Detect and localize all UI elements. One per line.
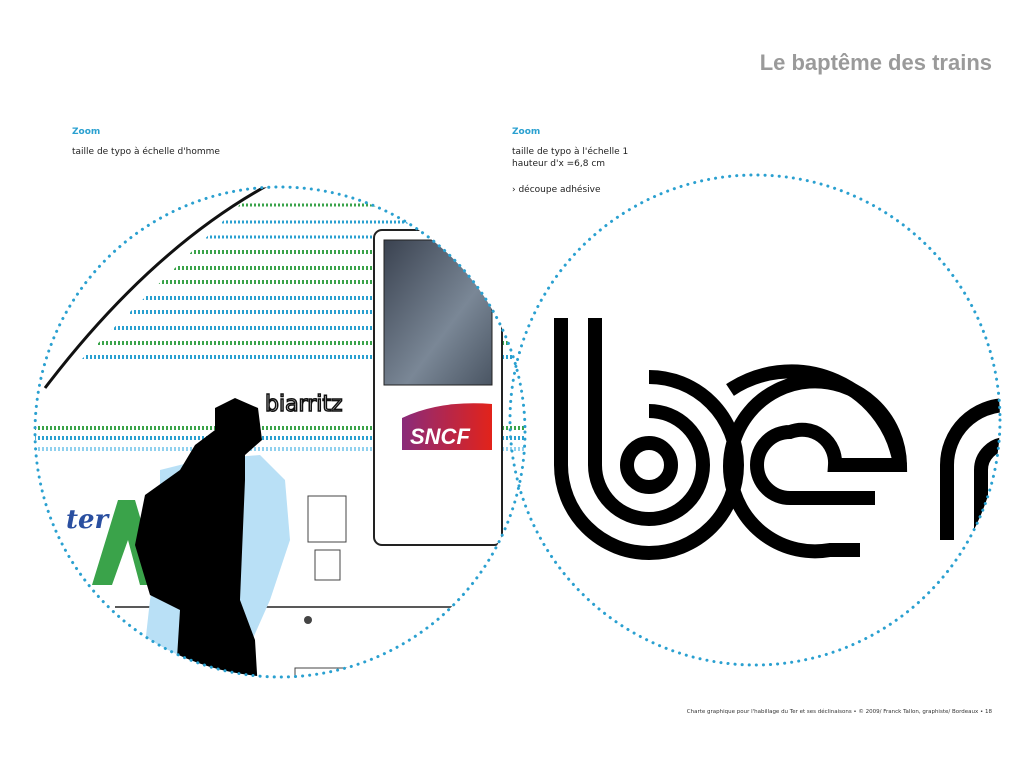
sncf-logo: [402, 403, 492, 450]
right-note: › découpe adhésive: [512, 185, 601, 195]
train-zoom-image: SNCF biarritz ter: [35, 187, 525, 677]
roof-line: [43, 187, 269, 389]
left-caption: taille de typo à échelle d'homme: [72, 147, 220, 157]
page-title: Le baptême des trains: [759, 50, 992, 75]
ber-logo: [554, 318, 1000, 560]
person-silhouette: [135, 398, 262, 677]
right-caption-1: taille de typo à l'échelle 1: [512, 147, 629, 157]
right-zoom-circle: [508, 173, 1002, 667]
right-zoom-heading: Zoom: [512, 127, 541, 137]
biarritz-logo: biarritz: [265, 392, 343, 417]
left-zoom-circle: [33, 185, 527, 679]
page-footer: Charte graphique pour l'habillage du Ter…: [686, 709, 992, 715]
left-zoom-heading: Zoom: [72, 127, 101, 137]
svg-text:SNCF: SNCF: [410, 424, 470, 449]
right-caption-2: hauteur d'x =6,8 cm: [512, 159, 606, 169]
ter-logo: ter: [66, 505, 111, 535]
door-window: [383, 239, 493, 386]
